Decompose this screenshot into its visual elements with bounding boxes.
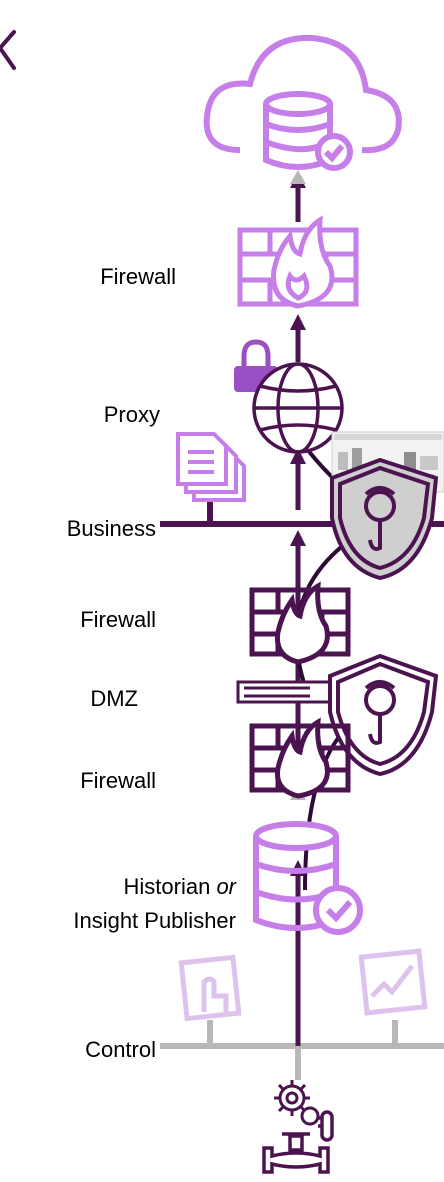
proxy-globe-icon [252,362,344,454]
valve-icon [262,1110,334,1174]
firewall-label: Firewall [100,264,176,289]
trend-monitor-icon [358,948,428,1016]
firewall-label: Firewall [80,768,156,793]
close-icon[interactable] [0,30,16,70]
dmz-label: DMZ [90,686,138,711]
historian-or-text: or [216,874,236,899]
insight-publisher-label: Insight Publisher [73,908,236,933]
cloud-database-icon [203,34,402,171]
firewall-label: Firewall [80,607,156,632]
historian-database-icon [253,821,363,935]
proxy-label: Proxy [103,402,160,427]
firewall-icon [249,717,351,799]
historian-label-text: Historian [123,874,217,899]
control-bus [160,1020,444,1080]
gears-icon [274,1080,320,1126]
shield-icon [328,653,439,777]
control-label: Control [85,1037,156,1062]
documents-icon [176,432,246,502]
firewall-icon [237,215,359,309]
firewall-icon [249,581,351,665]
business-label: Business [66,516,156,541]
hmi-touch-icon [178,954,242,1022]
shield-icon [330,457,439,581]
historian-label: Historian or [20,874,236,900]
